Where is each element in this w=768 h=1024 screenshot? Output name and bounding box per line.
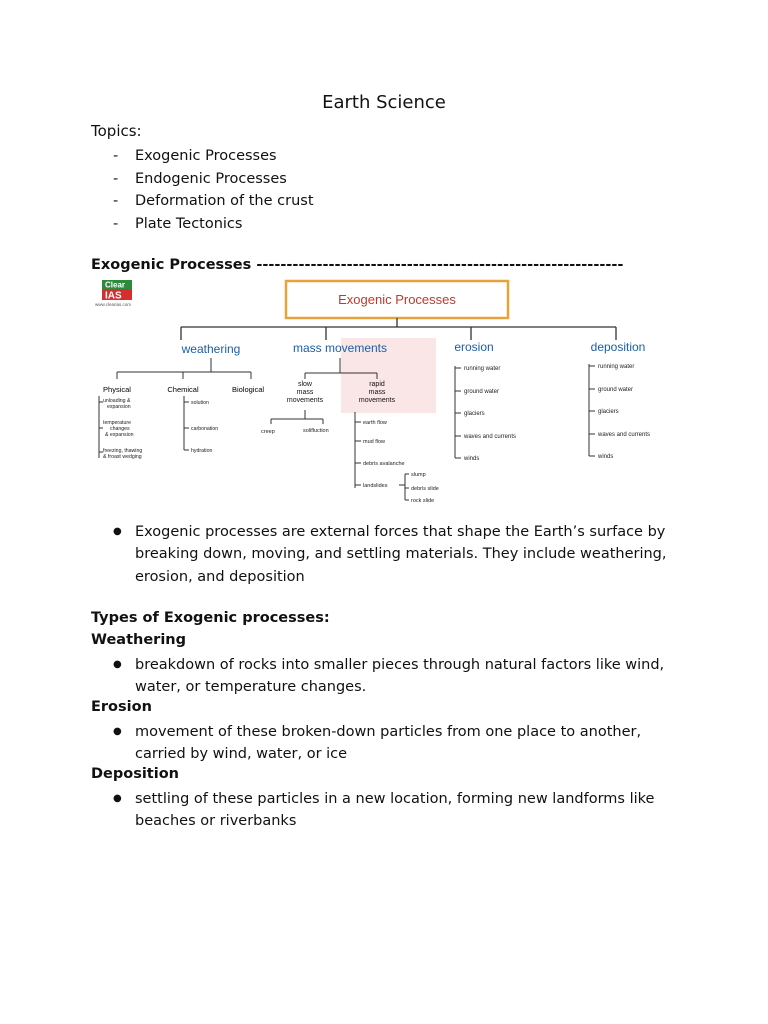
topic-list: -Exogenic Processes -Endogenic Processes… [113, 145, 314, 235]
landslide-items: slump debris slide rock slide [411, 472, 439, 504]
mass-type-line: mass [369, 389, 386, 396]
page-title: Earth Science [322, 92, 446, 113]
weathering-heading: Weathering [91, 632, 187, 648]
deposition-bullet: ● settling of these particles in a new l… [113, 788, 675, 833]
types-heading: Types of Exogenic processes: [91, 610, 330, 626]
physical-item: expansion [107, 404, 131, 410]
section-heading: Exogenic Processes ---------------------… [91, 257, 624, 273]
mass-type-line: movements [359, 397, 396, 404]
rapid-items: earth flow mud flow debris avalanche lan… [363, 420, 405, 489]
root-label: Exogenic Processes [338, 292, 456, 307]
physical-item: freezing, thawing [103, 448, 142, 454]
physical-item: & froast wedging [103, 454, 142, 460]
mass-connectors [270, 358, 409, 501]
bullet-marker: ● [113, 726, 122, 737]
deposition-item: winds [597, 454, 613, 460]
erosion-item: glaciers [464, 411, 485, 417]
topic-label: Deformation of the crust [135, 193, 314, 210]
rapid-item: landslides [363, 483, 388, 489]
branch-deposition: deposition [591, 340, 646, 354]
rapid-item: earth flow [363, 420, 387, 426]
physical-items: unloading & expansion temperature change… [103, 398, 142, 460]
physical-item: & expansion [105, 432, 134, 438]
erosion-bullet-text: movement of these broken-down particles … [135, 724, 642, 763]
landslide-item: slump [411, 472, 426, 478]
mass-type-line: slow [298, 381, 313, 388]
branch-erosion: erosion [454, 340, 493, 354]
dash-marker: - [113, 193, 119, 210]
topics-label: Topics: [91, 122, 142, 140]
branch-weathering: weathering [181, 342, 241, 356]
bullet-marker: ● [113, 659, 122, 670]
clearias-logo: Clear IAS www.clearias.com [95, 280, 132, 307]
mass-types: slow mass movements rapid mass movements [287, 381, 396, 404]
erosion-items: running water ground water glaciers wave… [463, 366, 516, 462]
weathering-connectors [98, 358, 252, 458]
slow-items: creep solifluction [261, 428, 329, 435]
dash-marker: - [113, 215, 119, 232]
weathering-type-physical: Physical [103, 385, 131, 394]
deposition-items: running water ground water glaciers wave… [597, 364, 650, 460]
dash-marker: - [113, 148, 119, 164]
erosion-heading: Erosion [91, 699, 152, 715]
deposition-item: waves and currents [597, 432, 650, 438]
topic-label: Plate Tectonics [135, 215, 243, 232]
mass-type-line: mass [297, 389, 314, 396]
bullet-marker: ● [113, 526, 122, 537]
root-box [284, 279, 510, 320]
watermark [341, 338, 436, 413]
branch-mass-movements: mass movements [293, 341, 387, 355]
deposition-item: ground water [598, 387, 633, 393]
topic-label: Exogenic Processes [135, 148, 277, 164]
chemical-items: solution carbonation hydration [191, 400, 218, 454]
chemical-item: hydration [191, 448, 212, 454]
landslide-item: rock slide [411, 498, 434, 504]
rapid-item: mud flow [363, 439, 385, 445]
logo-text-bottom: IAS [105, 291, 122, 302]
logo-text-top: Clear [105, 281, 125, 290]
erosion-item: waves and currents [463, 434, 516, 440]
slow-item: creep [261, 429, 275, 435]
weathering-bullet-text: breakdown of rocks into smaller pieces t… [135, 657, 665, 696]
erosion-connectors [454, 366, 461, 459]
physical-item: changes [110, 426, 130, 432]
topic-item: -Deformation of the crust [113, 190, 314, 213]
physical-item: unloading & [103, 398, 131, 404]
deposition-item: glaciers [598, 409, 619, 415]
deposition-item: running water [598, 364, 634, 370]
exogenic-processes-diagram: Clear IAS www.clearias.com Exogenic Proc… [91, 278, 681, 510]
weathering-type-chemical: Chemical [167, 385, 199, 394]
chemical-item: carbonation [191, 426, 218, 432]
weathering-type-biological: Biological [232, 385, 264, 394]
bullet-marker: ● [113, 793, 122, 804]
physical-item: temperature [103, 420, 131, 426]
erosion-bullet: ● movement of these broken-down particle… [113, 721, 675, 766]
topic-item: -Exogenic Processes [113, 145, 314, 168]
chemical-item: solution [191, 400, 209, 406]
main-connectors [180, 318, 617, 340]
slow-item: solifluction [303, 428, 329, 434]
erosion-item: ground water [464, 389, 499, 395]
topic-item: -Plate Tectonics [113, 213, 314, 236]
deposition-connectors [588, 364, 595, 457]
erosion-item: running water [464, 366, 500, 372]
deposition-heading: Deposition [91, 766, 179, 782]
rapid-item: debris avalanche [363, 461, 405, 467]
landslide-item: debris slide [411, 486, 439, 492]
intro-bullet-text: Exogenic processes are external forces t… [135, 524, 667, 585]
weathering-bullet: ● breakdown of rocks into smaller pieces… [113, 654, 675, 699]
deposition-bullet-text: settling of these particles in a new loc… [135, 791, 655, 830]
mass-type-line: rapid [369, 381, 385, 388]
dash-marker: - [113, 170, 119, 187]
mass-type-line: movements [287, 397, 324, 404]
logo-url: www.clearias.com [95, 302, 131, 307]
topic-item: -Endogenic Processes [113, 168, 314, 191]
topic-label: Endogenic Processes [135, 170, 287, 187]
intro-bullet: ● Exogenic processes are external forces… [113, 521, 675, 588]
erosion-item: winds [463, 456, 479, 462]
